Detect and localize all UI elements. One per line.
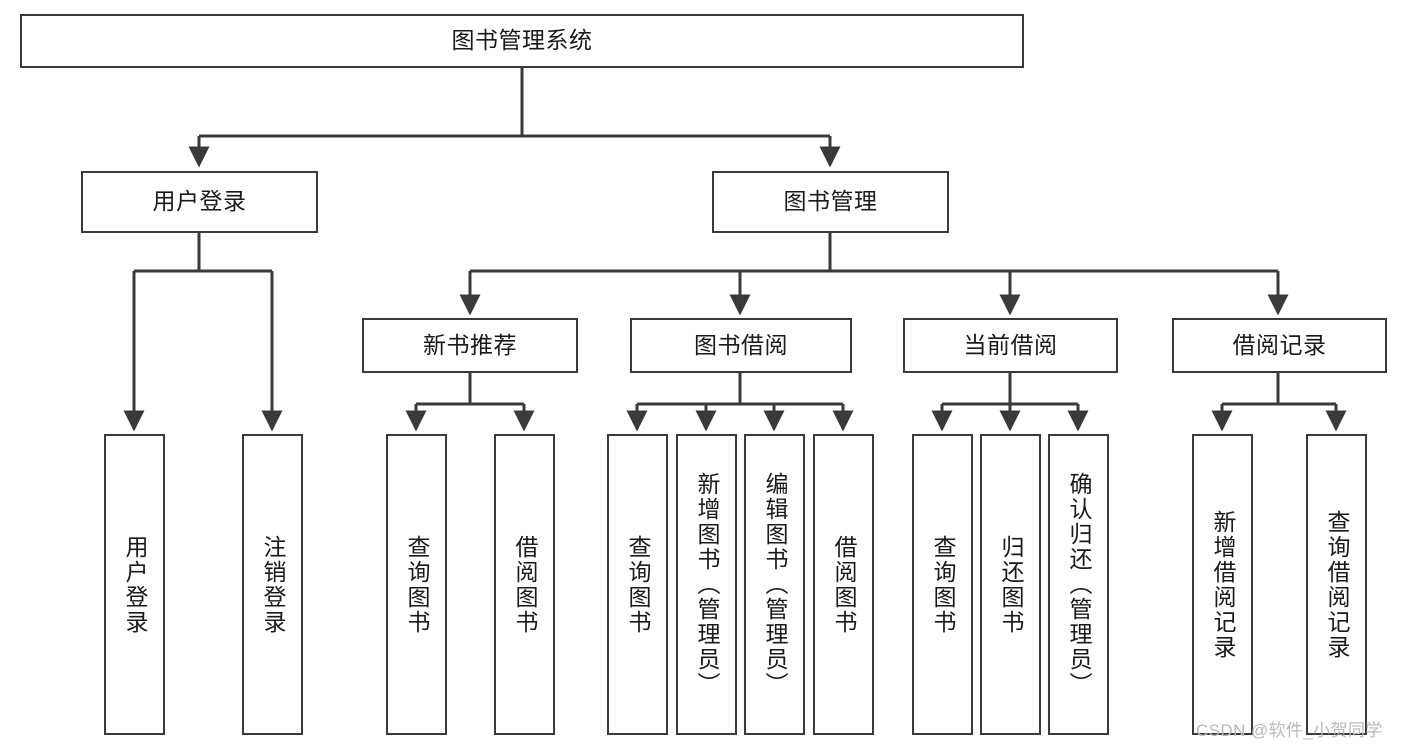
node-label: 新增借阅记录 — [1210, 509, 1236, 660]
node-book-management-system[interactable]: 图书管理系统 — [20, 14, 1024, 68]
leaf-new-book-borrow[interactable]: 借阅图书 — [494, 434, 555, 735]
leaf-current-borrow-confirm-return[interactable]: 确认归还（管理员） — [1048, 434, 1109, 735]
watermark: CSDN @软件_小贺同学 — [1196, 721, 1383, 740]
node-label: 归还图书 — [998, 534, 1024, 635]
node-label: 图书管理 — [783, 188, 878, 215]
node-label: 查询借阅记录 — [1324, 509, 1350, 660]
leaf-new-book-query[interactable]: 查询图书 — [386, 434, 447, 735]
leaf-book-borrow-edit[interactable]: 编辑图书（管理员） — [744, 434, 805, 735]
node-label: 用户登录 — [152, 188, 247, 215]
node-label: 注销登录 — [260, 534, 286, 635]
node-user-login[interactable]: 用户登录 — [81, 171, 318, 233]
node-label: 新书推荐 — [423, 331, 517, 358]
node-label: 借阅图书 — [512, 534, 538, 635]
node-label: 新增图书（管理员） — [694, 472, 720, 697]
leaf-current-borrow-return[interactable]: 归还图书 — [980, 434, 1041, 735]
node-label: 编辑图书（管理员） — [762, 472, 788, 697]
node-label: 查询图书 — [625, 534, 651, 635]
leaf-book-borrow-add[interactable]: 新增图书（管理员） — [676, 434, 737, 735]
node-label: 借阅图书 — [831, 534, 857, 635]
leaf-book-borrow-borrow[interactable]: 借阅图书 — [813, 434, 874, 735]
node-borrow-record[interactable]: 借阅记录 — [1172, 318, 1387, 373]
node-label: 借阅记录 — [1232, 331, 1327, 358]
leaf-borrow-record-query[interactable]: 查询借阅记录 — [1306, 434, 1367, 735]
leaf-current-borrow-query[interactable]: 查询图书 — [912, 434, 973, 735]
node-label: 查询图书 — [930, 534, 956, 635]
node-label: 用户登录 — [122, 534, 148, 635]
leaf-user-login-logout[interactable]: 注销登录 — [242, 434, 303, 735]
node-book-management[interactable]: 图书管理 — [712, 171, 949, 233]
node-new-book-recommend[interactable]: 新书推荐 — [362, 318, 578, 373]
node-label: 图书管理系统 — [451, 27, 593, 54]
node-current-borrow[interactable]: 当前借阅 — [903, 318, 1118, 373]
node-label: 当前借阅 — [963, 331, 1058, 358]
node-label: 图书借阅 — [694, 331, 788, 358]
node-label: 确认归还（管理员） — [1066, 472, 1092, 697]
leaf-borrow-record-add[interactable]: 新增借阅记录 — [1192, 434, 1253, 735]
node-label: 查询图书 — [404, 534, 430, 635]
leaf-user-login-login[interactable]: 用户登录 — [104, 434, 165, 735]
node-book-borrow[interactable]: 图书借阅 — [630, 318, 852, 373]
leaf-book-borrow-query[interactable]: 查询图书 — [607, 434, 668, 735]
